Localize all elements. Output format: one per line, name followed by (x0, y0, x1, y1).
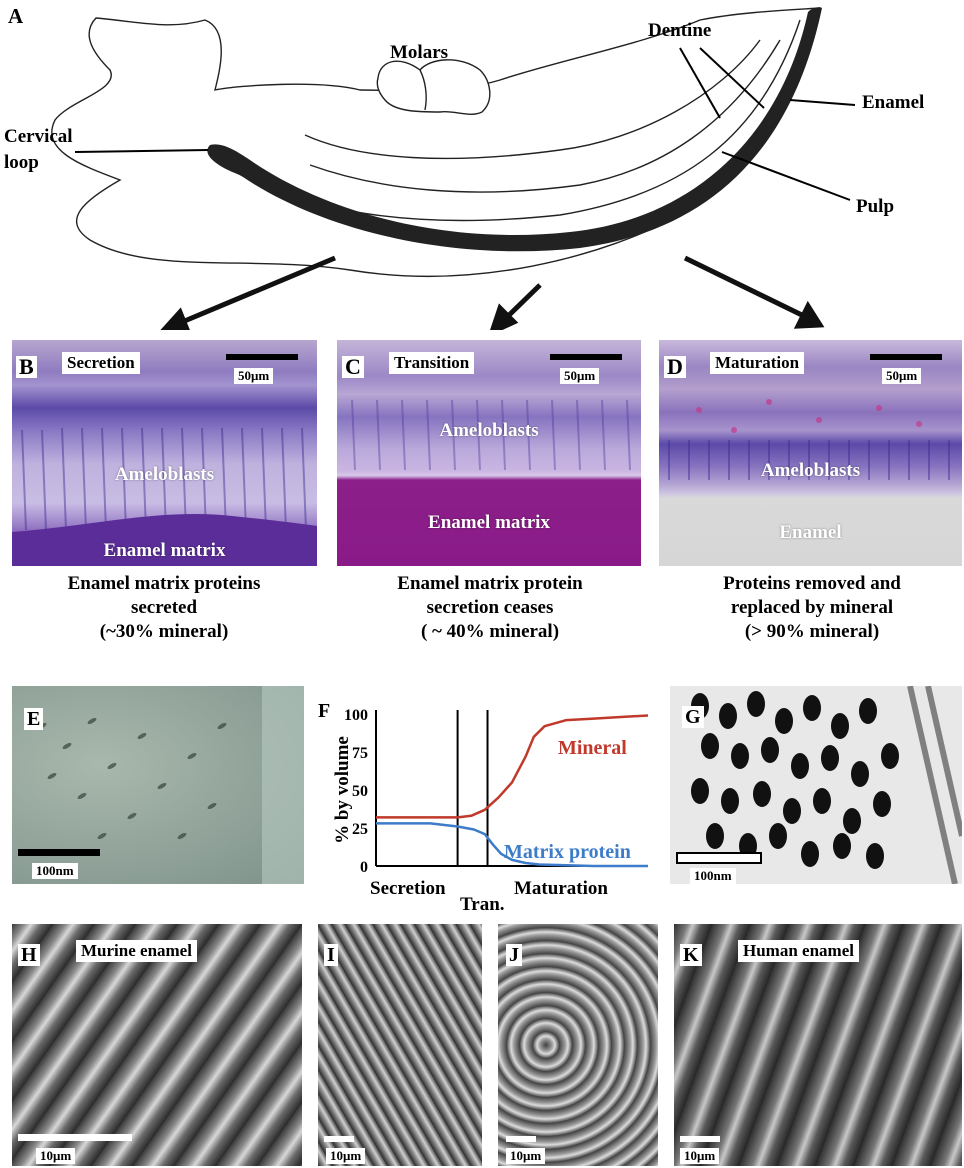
scale-label-k: 10μm (680, 1148, 720, 1164)
y-tick-label: 25 (352, 821, 368, 838)
panel-letter-d: D (664, 356, 686, 378)
panel-letter-j: J (506, 944, 522, 966)
transition-stage-label: Transition (389, 352, 475, 374)
scale-label-b: 50μm (234, 368, 274, 384)
scale-label-e: 100nm (32, 863, 78, 879)
scale-bar-j (506, 1136, 536, 1142)
y-axis-label: % by volume (332, 736, 353, 844)
sem-panel-j (498, 924, 658, 1166)
scale-bar-g (676, 852, 762, 864)
y-tick-label: 75 (352, 745, 368, 762)
panel-letter-c: C (342, 356, 364, 378)
stage-label: Secretion (370, 878, 446, 899)
scale-bar-e (18, 849, 100, 856)
scale-bar-b (226, 354, 298, 360)
caption-c-line3: ( ~ 40% mineral) (420, 621, 560, 642)
mineral-series-label: Mineral (558, 737, 627, 759)
caption-b-line3: (~30% mineral) (99, 621, 229, 642)
panel-letter-g: G (682, 706, 704, 728)
ameloblasts-label-d: Ameloblasts (760, 460, 861, 481)
scale-label-g: 100nm (690, 868, 736, 884)
ameloblasts-label-c: Ameloblasts (439, 420, 539, 441)
incisor-diagram (51, 7, 856, 330)
matrix-protein-series-label: Matrix protein (504, 841, 631, 863)
scale-bar-h (18, 1134, 132, 1141)
matrix-protein-series-line (376, 822, 648, 868)
scale-label-d: 50μm (882, 368, 922, 384)
murine-enamel-label: Murine enamel (76, 940, 197, 962)
secretion-stage-label: Secretion (62, 352, 140, 374)
ameloblasts-label-b: Ameloblasts (114, 464, 215, 485)
cervical-loop-label-line1: Cervical (4, 126, 73, 147)
scale-bar-c (550, 354, 622, 360)
enamel-label: Enamel (862, 92, 925, 113)
scale-label-c: 50μm (560, 368, 600, 384)
panel-letter-h: H (18, 944, 40, 966)
scale-bar-i (324, 1136, 354, 1142)
cervical-loop-label-line2: loop (4, 152, 39, 173)
caption-c: Enamel matrix protein secretion ceases (… (340, 572, 640, 644)
panel-letter-a: A (8, 4, 24, 28)
y-tick-label: 50 (352, 783, 368, 800)
stage-label: Maturation (514, 878, 608, 899)
scale-label-j: 10μm (506, 1148, 546, 1164)
panel-letter-e: E (24, 708, 44, 730)
scale-bar-d (870, 354, 942, 360)
sem-panel-i (318, 924, 482, 1166)
stage-label: Tran. (460, 894, 505, 912)
maturation-stage-label: Maturation (710, 352, 805, 374)
panel-letter-k: K (680, 944, 702, 966)
panel-letter-f: F (318, 700, 331, 722)
enamel-label-d: Enamel (779, 522, 842, 543)
y-tick-label: 100 (344, 707, 368, 724)
caption-c-line1: Enamel matrix protein (397, 573, 583, 594)
scale-label-i: 10μm (326, 1148, 366, 1164)
caption-d: Proteins removed and replaced by mineral… (662, 572, 962, 644)
molars-label: Molars (390, 42, 449, 63)
enamel-matrix-label-b: Enamel matrix (103, 540, 226, 561)
caption-b-line1: Enamel matrix proteins (67, 573, 261, 594)
human-enamel-label: Human enamel (738, 940, 859, 962)
dentine-label: Dentine (648, 20, 712, 41)
pulp-label: Pulp (856, 196, 895, 217)
enamel-matrix-label-c: Enamel matrix (428, 512, 550, 533)
scale-bar-k (680, 1136, 720, 1142)
cervical-loop-label: Cervical loop (4, 124, 73, 176)
caption-c-line2: secretion ceases (426, 597, 554, 618)
scale-label-h: 10μm (36, 1148, 76, 1164)
caption-b: Enamel matrix proteins secreted (~30% mi… (14, 572, 314, 644)
caption-d-line2: replaced by mineral (730, 597, 894, 618)
tem-panel-e (12, 686, 304, 884)
histology-panel-b (12, 340, 317, 566)
caption-d-line3: (> 90% mineral) (744, 621, 880, 642)
sem-panel-k (674, 924, 962, 1166)
y-tick-label: 0 (360, 859, 368, 876)
mineral-series-line (376, 714, 649, 819)
caption-b-line2: secreted (130, 597, 198, 618)
tem-panel-g (670, 686, 962, 884)
sem-panel-h (12, 924, 302, 1166)
panel-letter-b: B (16, 356, 37, 378)
panel-letter-i: I (324, 944, 338, 966)
caption-d-line1: Proteins removed and (723, 573, 901, 594)
